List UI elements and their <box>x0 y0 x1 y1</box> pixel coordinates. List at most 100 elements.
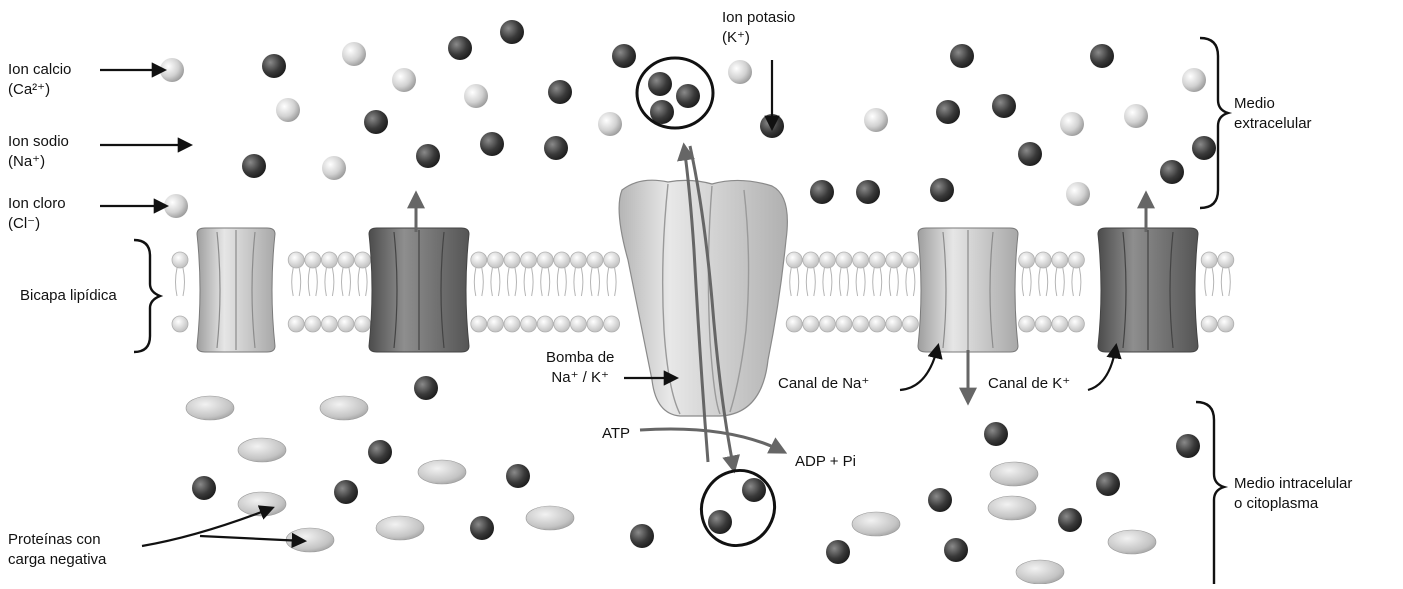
label-sodium-name: Ion sodio <box>8 132 69 152</box>
lipid-head <box>521 316 537 332</box>
lipid-head <box>355 252 371 268</box>
sodium-ion <box>928 488 952 512</box>
lipid-tail <box>1205 268 1214 296</box>
sodium-ion <box>262 54 286 78</box>
label-pump-line2: Na⁺ / K⁺ <box>546 368 614 388</box>
lipid-head <box>1068 252 1084 268</box>
label-potassium: Ion potasio (K⁺) <box>722 8 795 48</box>
sodium-ion <box>416 144 440 168</box>
lipid-head <box>819 252 835 268</box>
light-ion <box>598 112 622 136</box>
sodium-ion <box>470 516 494 540</box>
sodium-ion <box>448 36 472 60</box>
sodium-ion <box>1090 44 1114 68</box>
sodium-ion <box>810 180 834 204</box>
light-ion <box>728 60 752 84</box>
label-sodium: Ion sodio (Na⁺) <box>8 132 69 172</box>
lipid-head <box>803 316 819 332</box>
lipid-head <box>886 316 902 332</box>
negative-protein <box>988 496 1036 520</box>
lipid-head <box>786 316 802 332</box>
lipid-head <box>471 252 487 268</box>
label-proteins-line2: carga negativa <box>8 550 106 570</box>
lipid-head <box>902 252 918 268</box>
lipid-head <box>504 316 520 332</box>
lipid-tail <box>1221 268 1230 296</box>
lipid-head <box>504 252 520 268</box>
sodium-ion <box>612 44 636 68</box>
lipid-tail <box>607 268 616 296</box>
sodium-ion <box>506 464 530 488</box>
lipid-head <box>1052 252 1068 268</box>
lipid-head <box>471 316 487 332</box>
label-k-channel-text: Canal de K⁺ <box>988 374 1070 394</box>
lipid-head <box>1019 252 1035 268</box>
label-calcium: Ion calcio (Ca²⁺) <box>8 60 71 100</box>
lipid-head <box>172 316 188 332</box>
negative-protein <box>1016 560 1064 584</box>
lipid-head <box>604 252 620 268</box>
sodium-ion <box>414 376 438 400</box>
negative-protein <box>238 438 286 462</box>
lipid-head <box>786 252 802 268</box>
lipid-head <box>604 316 620 332</box>
sodium-ion <box>500 20 524 44</box>
lipid-head <box>305 316 321 332</box>
lipid-head <box>587 316 603 332</box>
lipid-head <box>554 252 570 268</box>
sodium-ion <box>1096 472 1120 496</box>
sodium-ion <box>192 476 216 500</box>
sodium-ion <box>1176 434 1200 458</box>
lipid-head <box>487 252 503 268</box>
negative-protein <box>418 460 466 484</box>
lipid-head <box>1068 316 1084 332</box>
lipid-tail <box>491 268 500 296</box>
sodium-ion <box>334 480 358 504</box>
sodium-ion <box>984 422 1008 446</box>
sodium-ion <box>630 524 654 548</box>
sodium-ion <box>936 100 960 124</box>
sodium-ion <box>742 478 766 502</box>
sodium-ion <box>242 154 266 178</box>
sodium-ion <box>992 94 1016 118</box>
sodium-ion <box>826 540 850 564</box>
label-atp: ATP <box>602 424 630 444</box>
light-ion <box>164 194 188 218</box>
label-atp-text: ATP <box>602 424 630 444</box>
sodium-ion <box>676 84 700 108</box>
lipid-head <box>537 252 553 268</box>
negative-protein <box>1108 530 1156 554</box>
lipid-head <box>1201 252 1217 268</box>
sodium-ion <box>544 136 568 160</box>
negative-protein <box>852 512 900 536</box>
lipid-tail <box>325 268 334 296</box>
lipid-head <box>803 252 819 268</box>
lipid-head <box>288 252 304 268</box>
lipid-tail <box>889 268 898 296</box>
lipid-head <box>321 252 337 268</box>
lipid-tail <box>358 268 367 296</box>
lipid-tail <box>292 268 301 296</box>
label-potassium-formula: (K⁺) <box>722 28 795 48</box>
light-ion <box>864 108 888 132</box>
label-proteins: Proteínas con carga negativa <box>8 530 106 570</box>
lipid-head <box>1035 252 1051 268</box>
lipid-head <box>1218 252 1234 268</box>
label-intracellular-line2: o citoplasma <box>1234 494 1352 514</box>
lipid-head <box>853 252 869 268</box>
lipid-head <box>1019 316 1035 332</box>
sodium-ion <box>480 132 504 156</box>
label-chloride: Ion cloro (Cl⁻) <box>8 194 66 234</box>
sodium-ion <box>930 178 954 202</box>
lipid-head <box>1052 316 1068 332</box>
sodium-ion <box>950 44 974 68</box>
lipid-tail <box>1039 268 1048 296</box>
lipid-tail <box>906 268 915 296</box>
label-na-channel-text: Canal de Na⁺ <box>778 374 869 394</box>
lipid-tail <box>591 268 600 296</box>
lipid-head <box>570 252 586 268</box>
lipid-tail <box>1055 268 1064 296</box>
sodium-group-circle <box>688 457 788 559</box>
negative-protein <box>320 396 368 420</box>
light-ion <box>1124 104 1148 128</box>
